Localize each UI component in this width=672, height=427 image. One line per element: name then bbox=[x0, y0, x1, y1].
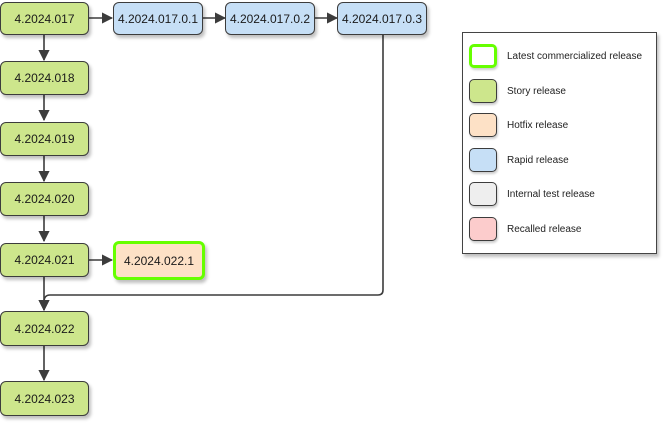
legend-swatch-internal-test bbox=[469, 182, 497, 206]
legend-label: Rapid release bbox=[507, 154, 569, 166]
legend-label: Latest commercialized release bbox=[507, 50, 643, 62]
edge-0170-3-to-022 bbox=[38, 35, 384, 312]
legend-panel: Latest commercialized release Story rele… bbox=[462, 32, 657, 254]
legend-swatch-hotfix bbox=[469, 113, 497, 137]
release-node-4-2024-017-0-2: 4.2024.017.0.2 bbox=[225, 2, 315, 35]
legend-swatch-rapid bbox=[469, 148, 497, 172]
release-node-4-2024-022-1: 4.2024.022.1 bbox=[113, 241, 205, 280]
release-node-4-2024-021: 4.2024.021 bbox=[0, 243, 89, 277]
legend-item-rapid: Rapid release bbox=[469, 147, 569, 173]
legend-item-recalled: Recalled release bbox=[469, 216, 582, 242]
legend-swatch-recalled bbox=[469, 217, 497, 241]
legend-swatch-story bbox=[469, 79, 497, 103]
release-node-4-2024-023: 4.2024.023 bbox=[0, 381, 89, 416]
legend-label: Internal test release bbox=[507, 188, 595, 200]
legend-item-hotfix: Hotfix release bbox=[469, 112, 568, 138]
legend-swatch-latest bbox=[469, 44, 497, 68]
legend-label: Recalled release bbox=[507, 223, 582, 235]
release-node-4-2024-020: 4.2024.020 bbox=[0, 182, 89, 216]
release-node-4-2024-017: 4.2024.017 bbox=[0, 2, 89, 35]
legend-item-latest: Latest commercialized release bbox=[469, 43, 642, 69]
legend-label: Story release bbox=[507, 85, 566, 97]
release-node-4-2024-019: 4.2024.019 bbox=[0, 122, 89, 156]
legend-label: Hotfix release bbox=[507, 119, 569, 131]
release-node-4-2024-018: 4.2024.018 bbox=[0, 61, 89, 95]
legend-item-internal-test: Internal test release bbox=[469, 181, 595, 207]
release-node-4-2024-017-0-1: 4.2024.017.0.1 bbox=[113, 2, 203, 35]
legend-item-story: Story release bbox=[469, 78, 566, 104]
release-node-4-2024-017-0-3: 4.2024.017.0.3 bbox=[337, 2, 427, 35]
release-node-4-2024-022: 4.2024.022 bbox=[0, 311, 89, 346]
